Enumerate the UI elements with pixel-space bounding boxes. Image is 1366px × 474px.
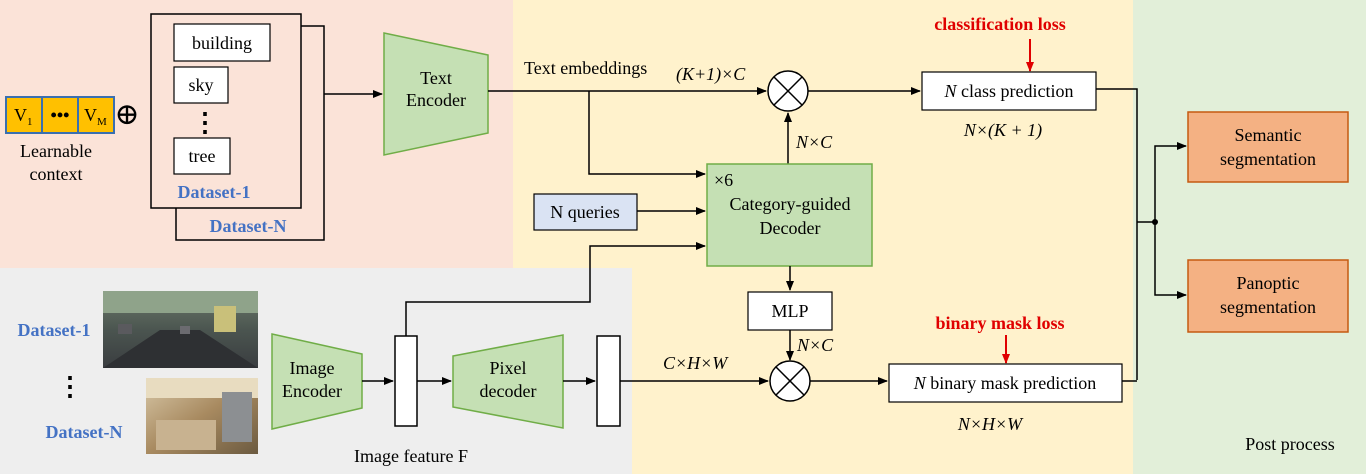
mlp-label: MLP bbox=[771, 301, 808, 321]
context-v1-letter: V bbox=[14, 105, 27, 125]
pixel-embedding-bar bbox=[596, 335, 621, 427]
concat-plus-icon: ⊕ bbox=[114, 98, 139, 131]
text-encoder-outline bbox=[383, 32, 489, 156]
arrow-to-semantic bbox=[1154, 142, 1187, 222]
class-prediction-n: N bbox=[944, 81, 958, 101]
semantic-outline bbox=[1187, 111, 1349, 183]
text-embeddings-label: Text embeddings bbox=[524, 58, 647, 78]
image-feature-bar bbox=[394, 335, 418, 427]
class-label-building: building bbox=[192, 33, 252, 53]
context-token-vm bbox=[77, 96, 115, 134]
image-dataset-1-label: Dataset-1 bbox=[18, 320, 91, 340]
pixel-decoder-shape bbox=[453, 335, 563, 428]
svg-text:N class prediction: N class prediction bbox=[944, 81, 1074, 101]
text-encoder-shape bbox=[384, 33, 488, 155]
line-class-to-post bbox=[1096, 88, 1138, 380]
mask-prediction-dim: N×H×W bbox=[957, 414, 1024, 434]
pixel-embedding-dim: C×H×W bbox=[663, 353, 729, 373]
image-dataset-n-label: Dataset-N bbox=[46, 422, 123, 442]
mask-multiply-icon bbox=[769, 360, 811, 402]
context-vm-sub: M bbox=[97, 116, 107, 128]
image-dataset-dots: ⋮ bbox=[57, 372, 83, 401]
post-process-region bbox=[1133, 0, 1366, 474]
panoptic-segmentation-box bbox=[1188, 260, 1348, 332]
class-list-dots: ⋮ bbox=[192, 108, 218, 137]
arrow-embeddings-to-decoder bbox=[588, 91, 706, 178]
image-encoder-shape bbox=[272, 334, 362, 429]
text-encoder-label-1: Text bbox=[420, 68, 452, 88]
context-vm-letter: V bbox=[84, 105, 97, 125]
class-box-sky bbox=[173, 66, 229, 104]
pixel-decoder-label-1: Pixel bbox=[489, 358, 526, 378]
decoder-repeat: ×6 bbox=[714, 170, 733, 190]
text-dataset-n-label: Dataset-N bbox=[210, 216, 287, 236]
panoptic-outline bbox=[1187, 259, 1349, 333]
mlp-box bbox=[747, 291, 833, 331]
category-guided-decoder bbox=[707, 164, 872, 266]
text-embeddings-dim: (K+1)×C bbox=[676, 64, 746, 85]
pixel-decoder-outline bbox=[452, 334, 564, 429]
class-prediction-label: class prediction bbox=[957, 81, 1074, 101]
panoptic-label-2: segmentation bbox=[1220, 297, 1316, 317]
image-encoder-outline bbox=[271, 333, 363, 430]
semantic-label-2: segmentation bbox=[1220, 149, 1316, 169]
kitchen-scene-image bbox=[146, 378, 258, 454]
svg-text:VM: VM bbox=[84, 105, 107, 128]
post-process-label: Post process bbox=[1245, 434, 1335, 454]
class-box-tree bbox=[173, 137, 231, 175]
svg-text:N binary mask prediction: N binary mask prediction bbox=[913, 373, 1096, 393]
decoder-output-dim: N×C bbox=[795, 132, 833, 152]
mlp-output-dim: N×C bbox=[796, 335, 834, 355]
image-feature-label: Image feature F bbox=[354, 446, 468, 466]
svg-text:V1: V1 bbox=[14, 105, 33, 128]
context-dots: ••• bbox=[51, 105, 70, 125]
class-prediction-box bbox=[921, 71, 1097, 111]
image-encoder-label-1: Image bbox=[290, 358, 335, 378]
learnable-context-tokens: V1 ••• VM bbox=[5, 96, 115, 134]
arrow-feature-to-decoder bbox=[405, 242, 706, 336]
n-queries-label: N queries bbox=[550, 202, 619, 222]
class-label-tree: tree bbox=[189, 146, 216, 166]
text-encoder-label-2: Encoder bbox=[406, 90, 466, 110]
classification-loss-label: classification loss bbox=[934, 14, 1066, 34]
class-label-sky: sky bbox=[188, 75, 213, 95]
panoptic-label-1: Panoptic bbox=[1237, 273, 1300, 293]
class-prediction-dim: N×(K + 1) bbox=[963, 120, 1042, 141]
text-dataset-1-label: Dataset-1 bbox=[178, 182, 251, 202]
image-encoder-label-2: Encoder bbox=[282, 381, 342, 401]
n-queries-box bbox=[533, 193, 638, 231]
class-multiply-icon bbox=[767, 70, 809, 112]
decoder-label-2: Decoder bbox=[760, 218, 821, 238]
mask-prediction-box bbox=[888, 363, 1123, 403]
decoder-label-1: Category-guided bbox=[730, 194, 851, 214]
context-token-dots bbox=[41, 96, 79, 134]
street-scene-image bbox=[103, 291, 258, 368]
semantic-label-1: Semantic bbox=[1235, 125, 1302, 145]
class-box-building bbox=[173, 23, 271, 62]
learnable-context-label-1: Learnable bbox=[20, 141, 92, 161]
mask-prediction-n: N bbox=[913, 373, 927, 393]
pixel-decoder-label-2: decoder bbox=[480, 381, 537, 401]
binary-mask-loss-label: binary mask loss bbox=[935, 313, 1064, 333]
context-v1-sub: 1 bbox=[27, 116, 33, 128]
learnable-context-label-2: context bbox=[30, 164, 83, 184]
arrow-to-panoptic bbox=[1154, 222, 1187, 299]
semantic-segmentation-box bbox=[1188, 112, 1348, 182]
mask-prediction-label: binary mask prediction bbox=[926, 373, 1096, 393]
